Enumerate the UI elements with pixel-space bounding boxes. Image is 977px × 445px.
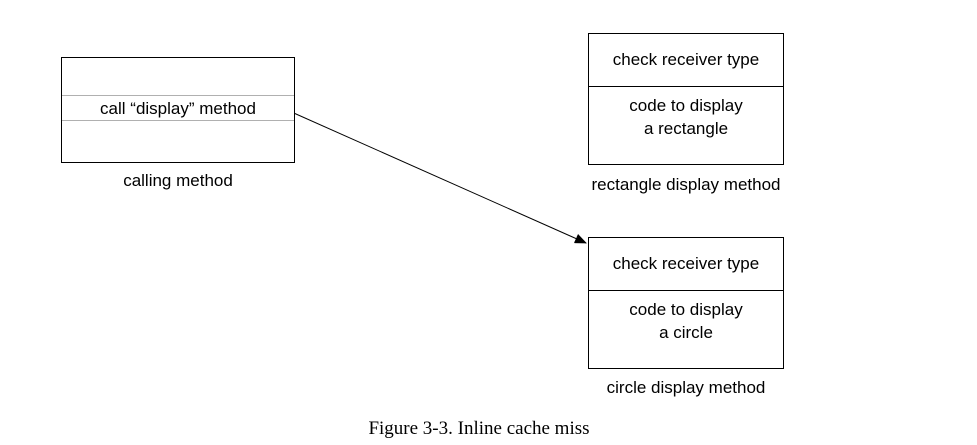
calling-method-label: calling method bbox=[123, 171, 233, 190]
rectangle-display-method-label: rectangle display method bbox=[591, 175, 781, 194]
rectangle-display-method-box: check receiver type code to display a re… bbox=[588, 33, 784, 165]
circle-code-text: code to display a circle bbox=[589, 298, 783, 344]
circle-code-line2: a circle bbox=[659, 323, 713, 342]
circle-divider bbox=[589, 290, 783, 291]
circle-display-method-label: circle display method bbox=[606, 378, 766, 397]
figure-caption: Figure 3-3. Inline cache miss bbox=[368, 418, 590, 439]
calling-method-box: call “display” method bbox=[61, 57, 295, 163]
circle-display-method-box: check receiver type code to display a ci… bbox=[588, 237, 784, 369]
row-divider-top bbox=[62, 95, 294, 96]
rectangle-check-receiver-type: check receiver type bbox=[612, 50, 760, 69]
circle-check-receiver-type: check receiver type bbox=[612, 254, 760, 273]
rectangle-divider bbox=[589, 86, 783, 87]
rectangle-code-text: code to display a rectangle bbox=[589, 94, 783, 140]
rectangle-code-line2: a rectangle bbox=[643, 119, 729, 138]
circle-code-line1: code to display bbox=[629, 300, 743, 319]
row-divider-bottom bbox=[62, 120, 294, 121]
rectangle-code-line1: code to display bbox=[629, 96, 743, 115]
call-display-row: call “display” method bbox=[100, 99, 256, 118]
call-arrow bbox=[286, 109, 587, 244]
